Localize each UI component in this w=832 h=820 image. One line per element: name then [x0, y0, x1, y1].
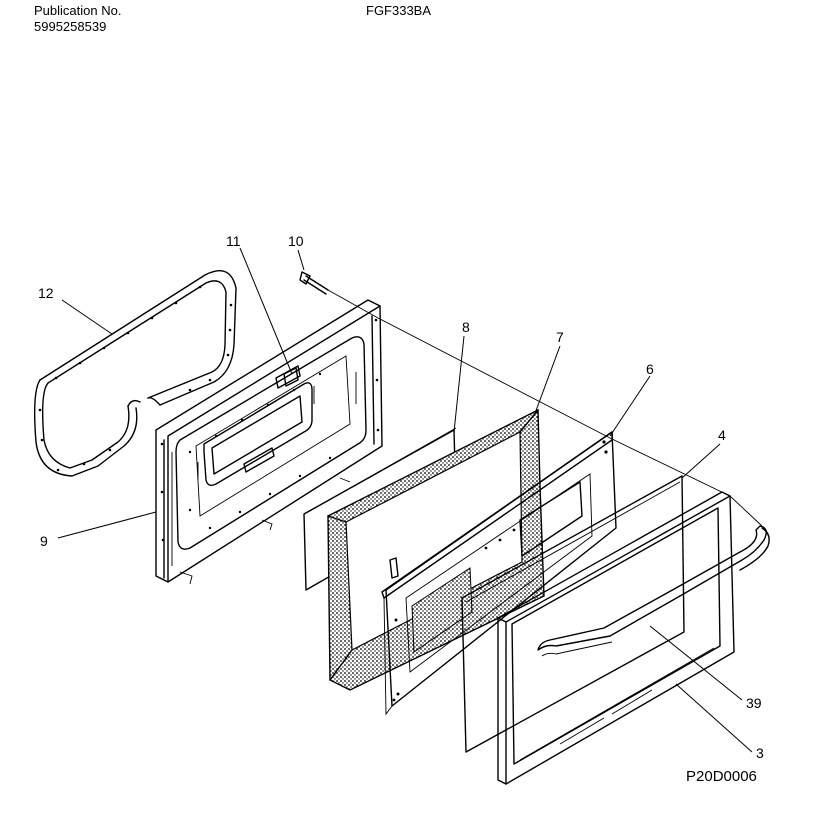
diagram-id: P20D0006 — [686, 768, 757, 785]
leader-lines — [57, 247, 753, 753]
callout-6: 6 — [646, 361, 654, 377]
callout-4: 4 — [718, 427, 726, 443]
callout-3: 3 — [756, 745, 764, 761]
callout-11: 11 — [226, 233, 241, 249]
insulation-part-7 — [327, 408, 545, 691]
callout-10: 10 — [288, 233, 304, 249]
outer-glass-part-4 — [461, 475, 685, 753]
door-gasket-part-12 — [33, 270, 237, 477]
callout-39: 39 — [746, 695, 762, 711]
callout-8: 8 — [462, 319, 470, 335]
publication-number: 5995258539 — [34, 19, 107, 34]
door-liner-part-6 — [381, 431, 617, 716]
callout-12: 12 — [38, 285, 54, 301]
inner-door-panel-part-9 — [155, 299, 383, 585]
bracket-part-11 — [283, 367, 299, 387]
callout-9: 9 — [40, 533, 48, 549]
model-number: FGF333BA — [366, 3, 432, 18]
door-handle-part-39 — [739, 527, 770, 571]
publication-label: Publication No. — [34, 3, 122, 18]
callout-7: 7 — [556, 329, 564, 345]
assembly-alignment-line — [327, 289, 763, 527]
screw-part-10 — [299, 271, 329, 295]
